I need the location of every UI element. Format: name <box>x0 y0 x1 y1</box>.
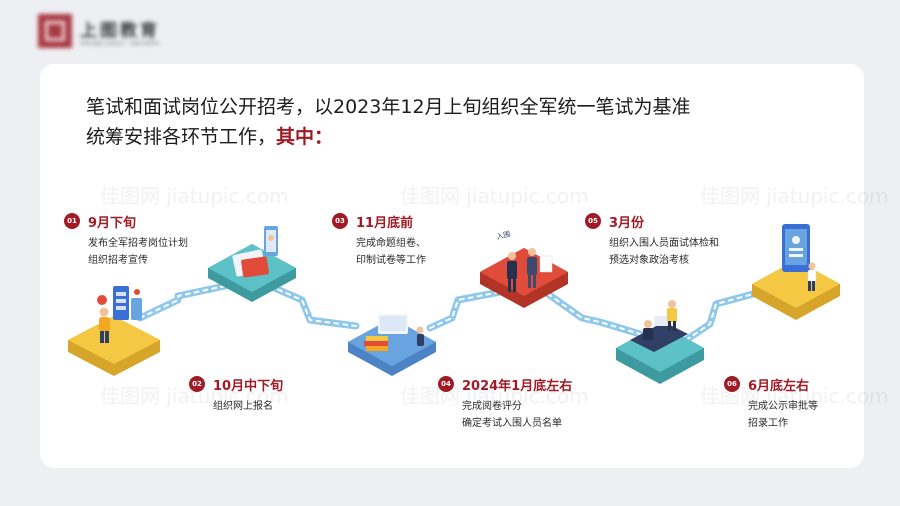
step-desc-line: 完成命题组卷、 <box>356 238 426 249</box>
step-title: 6月底左右 <box>748 378 810 394</box>
card-icon <box>241 256 269 278</box>
stage-2-illustration <box>208 226 296 302</box>
step-number-badge: 05 <box>585 213 601 229</box>
step-4: 04 2024年1月底左右 完成阅卷评分 确定考试入围人员名单 <box>438 374 572 432</box>
intro-line-1: 笔试和面试岗位公开招考，以2023年12月上旬组织全军统一笔试为基准 <box>86 96 691 118</box>
sign-text: 入围 <box>496 230 512 241</box>
watermark: 佳图网 jiatupic.com <box>100 184 289 208</box>
person-icon <box>668 300 676 308</box>
person-icon <box>99 307 109 317</box>
step-desc-line: 组织入围人员面试体检和 <box>609 238 719 249</box>
phone-icon <box>131 298 142 320</box>
step-desc-line: 印制试卷等工作 <box>356 255 426 266</box>
person-icon <box>508 252 516 260</box>
stage-1-illustration <box>68 286 160 376</box>
connector-pipe <box>136 282 772 344</box>
brand-logo: 上图教育 shangtu jiaoyu · education <box>38 14 188 52</box>
step-desc-line: 组织招考宣传 <box>88 255 148 266</box>
step-number-badge: 02 <box>189 376 205 392</box>
watermark: 佳图网 jiatupic.com <box>700 184 889 208</box>
logo-subtitle: shangtu jiaoyu · education <box>80 40 160 47</box>
step-number-badge: 03 <box>332 213 348 229</box>
intro-text: 笔试和面试岗位公开招考，以2023年12月上旬组织全军统一笔试为基准 统筹安排各… <box>86 92 786 152</box>
step-1: 01 9月下旬 发布全军招考岗位计划 组织招考宣传 <box>64 211 188 269</box>
watermark: 佳图网 jiatupic.com <box>400 184 589 208</box>
content-card <box>40 64 864 468</box>
stage-3-illustration <box>348 314 436 376</box>
logo-seal-icon <box>38 14 72 48</box>
step-title: 2024年1月底左右 <box>462 378 573 394</box>
book-icon <box>366 336 388 341</box>
step-desc-line: 完成公示审批等 <box>748 401 818 412</box>
step-3: 03 11月底前 完成命题组卷、 印制试卷等工作 <box>332 211 426 269</box>
step-desc-line: 预选对象政治考核 <box>609 255 689 266</box>
sign-board <box>486 223 518 245</box>
logo-name: 上图教育 <box>80 21 160 41</box>
person-icon <box>644 320 652 328</box>
step-title: 11月底前 <box>356 215 414 231</box>
watermark: 佳图网 jiatupic.com <box>400 384 589 408</box>
step-desc-line: 发布全军招考岗位计划 <box>88 238 188 249</box>
step-desc-line: 完成阅卷评分 <box>462 401 522 412</box>
step-6: 06 6月底左右 完成公示审批等 招录工作 <box>724 374 818 432</box>
step-title: 10月中下旬 <box>213 378 284 394</box>
stage-4-illustration: 入围 <box>480 223 568 308</box>
step-number-badge: 01 <box>64 213 80 229</box>
step-title: 9月下旬 <box>88 215 137 231</box>
step-5: 05 3月份 组织入围人员面试体检和 预选对象政治考核 <box>585 211 719 269</box>
step-desc-line: 招录工作 <box>748 418 788 429</box>
person-icon <box>808 262 816 270</box>
step-desc-line: 确定考试入围人员名单 <box>462 418 562 429</box>
intro-line-2-prefix: 统筹安排各环节工作， <box>86 126 277 148</box>
step-desc-line: 组织网上报名 <box>213 401 273 412</box>
step-number-badge: 04 <box>438 376 454 392</box>
step-2: 02 10月中下旬 组织网上报名 <box>189 374 283 415</box>
stage-5-illustration <box>616 300 704 384</box>
person-icon <box>528 248 536 256</box>
step-title: 3月份 <box>609 215 645 231</box>
step-number-badge: 06 <box>724 376 740 392</box>
intro-highlight: 其中： <box>276 126 334 148</box>
intro-line-2: 统筹安排各环节工作，其中： <box>86 122 786 152</box>
stage-6-illustration <box>752 224 840 320</box>
